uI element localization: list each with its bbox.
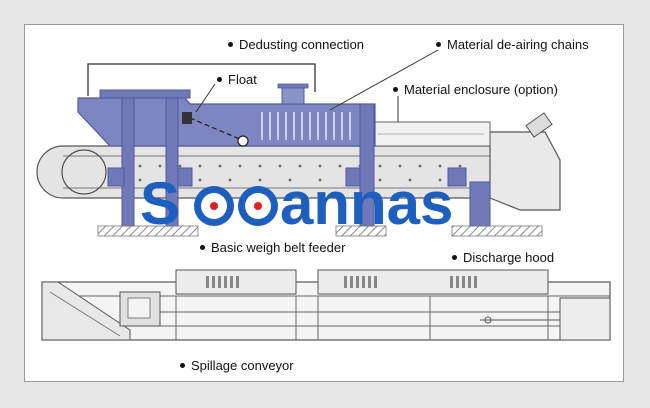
bullet-dot [393,87,398,93]
label-material-enclosure: Material enclosure (option) [393,82,558,97]
left-pulley [61,149,107,195]
label-material-deairing-chains: Material de-airing chains [436,37,589,52]
support-leg-1 [121,97,135,227]
watermark-logo: S annas [140,172,453,236]
dedusting-bracket-line [87,63,316,96]
label-text: Dedusting connection [239,37,365,52]
leader-deairing [329,49,439,111]
float-arm [189,117,243,141]
deairing-chains [261,112,351,140]
ground-mid [335,225,387,237]
ground-right [451,225,543,237]
spillage-tail [559,297,611,341]
spillage-incline [41,281,131,341]
bullet-dot [228,42,233,48]
discharge-hood-nozzle [525,112,553,138]
bullet-dot [452,255,457,261]
inlet-flange [99,89,191,99]
bullet-dot [217,77,222,83]
ground-left [97,225,199,237]
svg-text:annas: annas [280,172,453,236]
label-float: Float [217,72,257,87]
label-dedusting-connection: Dedusting connection [228,37,364,52]
dedusting-stub [281,85,305,105]
hood-grille-2 [344,276,477,288]
float-pivot [182,112,192,124]
label-spillage-conveyor: Spillage conveyor [180,358,294,373]
inlet-hopper [77,97,376,147]
bullet-dot [180,363,185,369]
label-text: Material enclosure (option) [404,82,558,97]
float-ball [237,135,249,147]
bullet-dot [200,245,205,251]
label-text: Spillage conveyor [191,358,294,373]
label-basic-weigh-belt-feeder: Basic weigh belt feeder [200,240,345,255]
label-discharge-hood: Discharge hood [452,250,554,265]
hood-grille-1 [206,276,239,288]
logo-target-icons [194,186,278,226]
label-text: Discharge hood [463,250,555,265]
label-text: Material de-airing chains [447,37,589,52]
label-text: Float [228,72,257,87]
idler-dots [138,164,462,182]
label-text: Basic weigh belt feeder [211,240,346,255]
bullet-dot [436,42,441,48]
svg-text:S: S [140,172,182,236]
leader-float [195,83,216,113]
